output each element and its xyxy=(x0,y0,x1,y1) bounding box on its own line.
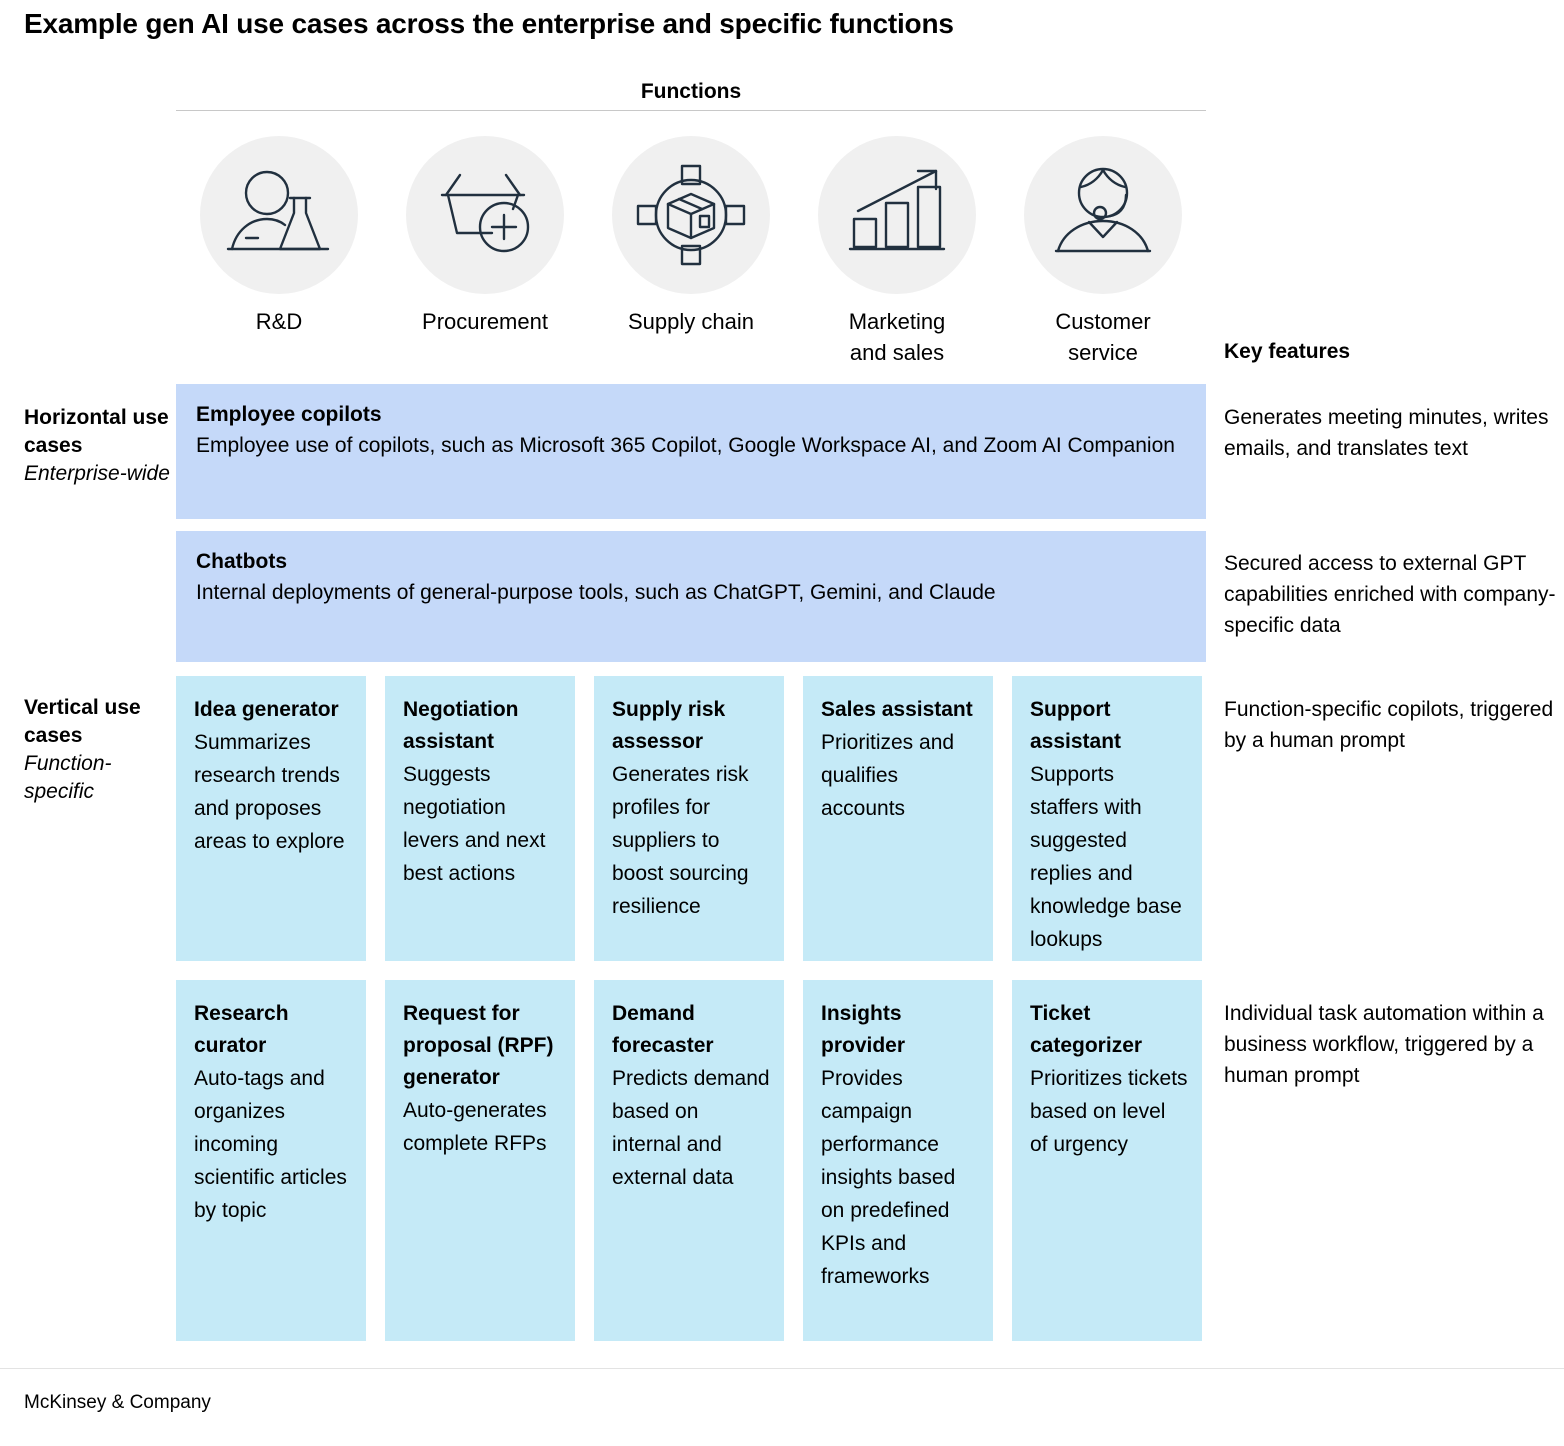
use-case-card: Request for proposal (RPF) generator Aut… xyxy=(385,980,575,1341)
horizontal-use-case-band: Chatbots Internal deployments of general… xyxy=(176,531,1206,662)
use-case-card: Ticket categorizer Prioritizes tickets b… xyxy=(1012,980,1202,1341)
key-features-column-header: Key features xyxy=(1224,340,1351,363)
bar-chart-arrow-icon xyxy=(818,136,976,294)
key-feature-text: Generates meeting minutes, writes emails… xyxy=(1224,406,1549,460)
use-case-card-description: Predicts demand based on internal and ex… xyxy=(612,1067,770,1189)
functions-divider xyxy=(176,110,1206,111)
key-feature-text: Individual task automation within a busi… xyxy=(1224,1002,1544,1087)
vertical-use-case-row: Idea generator Summarizes research trend… xyxy=(176,676,1206,961)
use-case-card-title: Negotiation assistant xyxy=(403,698,519,753)
key-feature-text: Function-specific copilots, triggered by… xyxy=(1224,698,1554,752)
use-case-card-description: Prioritizes tickets based on level of ur… xyxy=(1030,1067,1188,1156)
vertical-use-cases-label: Vertical use cases Function-specific xyxy=(24,694,174,806)
use-case-card-title: Research curator xyxy=(194,1002,289,1057)
key-feature-text: Secured access to external GPT capabilit… xyxy=(1224,552,1556,637)
function-icon-cell-customer-service xyxy=(1000,136,1206,296)
function-label-row: R&D Procurement Supply chain Marketing a… xyxy=(176,306,1206,368)
horizontal-band-title: Chatbots xyxy=(196,550,287,573)
use-case-card-description: Summarizes research trends and proposes … xyxy=(194,731,345,853)
horizontal-use-case-band: Employee copilots Employee use of copilo… xyxy=(176,384,1206,519)
use-case-card: Insights provider Provides campaign perf… xyxy=(803,980,993,1341)
function-label-procurement: Procurement xyxy=(382,306,588,368)
function-icon-cell-procurement xyxy=(382,136,588,296)
function-icon-row xyxy=(176,136,1206,296)
function-label-line1: Marketing xyxy=(848,309,946,334)
use-case-card: Support assistant Supports staffers with… xyxy=(1012,676,1202,961)
use-case-card-description: Auto-tags and organizes incoming scienti… xyxy=(194,1067,347,1222)
use-case-card: Sales assistant Prioritizes and qualifie… xyxy=(803,676,993,961)
basket-plus-icon xyxy=(406,136,564,294)
use-case-card: Demand forecaster Predicts demand based … xyxy=(594,980,784,1341)
function-icon-cell-rd xyxy=(176,136,382,296)
use-case-card: Supply risk assessor Generates risk prof… xyxy=(594,676,784,961)
use-case-card-description: Suggests negotiation levers and next bes… xyxy=(403,763,546,885)
vertical-label-bold: Vertical use cases xyxy=(24,696,141,747)
use-case-card-title: Supply risk assessor xyxy=(612,698,726,753)
function-label-line2: service xyxy=(1068,340,1138,365)
footer-brand: McKinsey & Company xyxy=(24,1392,211,1413)
horizontal-use-cases-label: Horizontal use cases Enterprise-wide xyxy=(24,404,174,488)
vertical-label-italic: Function-specific xyxy=(24,752,112,803)
use-case-card-description: Supports staffers with suggested replies… xyxy=(1030,763,1182,951)
vertical-use-case-row: Research curator Auto-tags and organizes… xyxy=(176,980,1206,1341)
function-label-marketing: Marketing and sales xyxy=(794,306,1000,368)
horizontal-band-description: Employee use of copilots, such as Micros… xyxy=(196,434,1175,457)
use-case-card-description: Generates risk profiles for suppliers to… xyxy=(612,763,749,918)
function-label-line1: Customer xyxy=(1055,309,1151,334)
use-case-card-title: Insights provider xyxy=(821,1002,906,1057)
use-case-card-title: Demand forecaster xyxy=(612,1002,714,1057)
function-icon-cell-supply-chain xyxy=(588,136,794,296)
use-case-card-description: Provides campaign performance insights b… xyxy=(821,1067,956,1288)
horizontal-band-description: Internal deployments of general-purpose … xyxy=(196,581,996,604)
function-label-line2: and sales xyxy=(849,340,945,365)
use-case-card-title: Sales assistant xyxy=(821,698,973,721)
function-icon-cell-marketing xyxy=(794,136,1000,296)
use-case-card-title: Support assistant xyxy=(1030,698,1122,753)
function-label-line1: Procurement xyxy=(422,309,548,334)
use-case-card-description: Auto-generates complete RFPs xyxy=(403,1099,547,1155)
use-case-card-title: Request for proposal (RPF) generator xyxy=(403,1002,554,1089)
headset-agent-icon xyxy=(1024,136,1182,294)
use-case-card: Research curator Auto-tags and organizes… xyxy=(176,980,366,1341)
function-label-line1: Supply chain xyxy=(628,309,754,334)
function-label-customer-service: Customer service xyxy=(1000,306,1206,368)
footer-divider xyxy=(0,1368,1564,1369)
box-network-icon xyxy=(612,136,770,294)
function-label-supply-chain: Supply chain xyxy=(588,306,794,368)
use-case-card-title: Idea generator xyxy=(194,698,339,721)
horizontal-band-title: Employee copilots xyxy=(196,403,382,426)
researcher-flask-icon xyxy=(200,136,358,294)
use-case-card: Negotiation assistant Suggests negotiati… xyxy=(385,676,575,961)
use-case-card-title: Ticket categorizer xyxy=(1030,1002,1143,1057)
horizontal-label-bold: Horizontal use cases xyxy=(24,406,169,457)
functions-header-label: Functions xyxy=(640,80,742,103)
use-case-card-description: Prioritizes and qualifies accounts xyxy=(821,731,955,820)
function-label-line1: R&D xyxy=(255,309,303,334)
function-label-rd: R&D xyxy=(176,306,382,368)
page-title: Example gen AI use cases across the ente… xyxy=(24,8,954,39)
use-case-card: Idea generator Summarizes research trend… xyxy=(176,676,366,961)
horizontal-label-italic: Enterprise-wide xyxy=(24,462,170,485)
